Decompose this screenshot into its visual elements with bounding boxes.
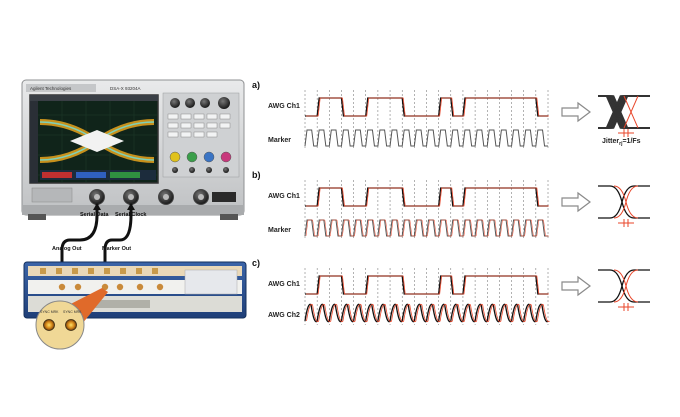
scope-screen xyxy=(29,94,159,184)
oscilloscope: Agilent Technologies DSA-X 93204A xyxy=(21,79,245,220)
serial-clock-arrowhead xyxy=(127,203,135,210)
section-label: b) xyxy=(252,170,261,180)
eye-trace xyxy=(598,269,650,303)
eye-diagram xyxy=(598,95,650,137)
eye-diagram xyxy=(598,185,650,227)
marker-trace xyxy=(304,129,548,147)
awg-port-zoom: SYNC MRK SYNC MRK xyxy=(35,300,85,350)
scope-brand: Agilent Technologies xyxy=(30,86,72,91)
row1-label: AWG Ch1 xyxy=(268,193,300,200)
row2-label: AWG Ch2 xyxy=(268,312,300,319)
eye-trace-red xyxy=(623,95,639,129)
awg-ch2-trace-shifted xyxy=(306,303,550,323)
scope-control-panel xyxy=(162,92,240,178)
eye-trace-red xyxy=(613,269,639,303)
right-arrow-icon xyxy=(561,191,591,213)
zoom-port-b-label: SYNC MRK xyxy=(63,310,82,314)
section-label: c) xyxy=(252,258,260,268)
eye-trace xyxy=(598,185,650,219)
row2-label: Marker xyxy=(268,227,291,234)
eye-trace-red xyxy=(613,185,639,219)
section-label: a) xyxy=(252,80,260,90)
label-marker-out: Marker Out xyxy=(102,246,131,252)
awg-ch1-trace-shifted xyxy=(306,97,549,117)
awg-ch1-trace-shifted xyxy=(306,187,549,207)
eye-diagram xyxy=(598,269,650,311)
eye-trace xyxy=(598,185,650,219)
zoom-port-a-label: SYNC MRK xyxy=(40,310,59,314)
label-serial-clock: Serial Clock xyxy=(115,212,147,218)
jitter-label: Jitterrj=1/Fs xyxy=(602,138,641,147)
row2-label: Marker xyxy=(268,137,291,144)
right-arrow-icon xyxy=(561,275,591,297)
awg-ch1-trace-shifted xyxy=(306,275,549,295)
cables xyxy=(60,204,133,282)
label-serial-data: Serial Data xyxy=(80,212,109,218)
scope-model: DSA-X 93204A xyxy=(110,86,141,91)
awg-ch2-trace xyxy=(304,303,549,323)
marker-trace-shifted xyxy=(305,219,549,237)
eye-trace xyxy=(598,269,650,303)
right-arrow-icon xyxy=(561,101,591,123)
label-analog-out: Analog Out xyxy=(52,246,82,252)
row1-label: AWG Ch1 xyxy=(268,103,300,110)
serial-data-arrowhead xyxy=(93,203,101,210)
scope-inputs xyxy=(31,187,236,205)
eye-trace xyxy=(598,95,650,129)
row1-label: AWG Ch1 xyxy=(268,281,300,288)
